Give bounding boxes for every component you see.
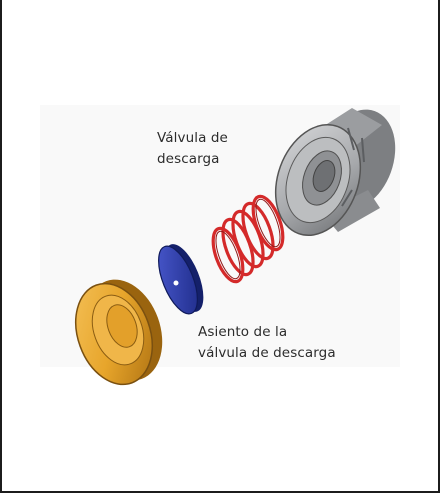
discharge-valve-housing (274, 108, 396, 237)
discharge-valve-label-line2: descarga (157, 151, 220, 167)
valve-disc (158, 244, 204, 315)
discharge-valve-seat-label-line2: válvula de descarga (198, 345, 336, 361)
discharge-valve-label-line1: Válvula de (157, 130, 228, 146)
spring (211, 194, 285, 284)
discharge-valve-label: Válvula de descarga (157, 128, 228, 170)
discharge-valve-seat-label: Asiento de la válvula de descarga (198, 322, 336, 364)
valve-seat (75, 279, 163, 386)
discharge-valve-seat-label-line1: Asiento de la (198, 324, 288, 340)
